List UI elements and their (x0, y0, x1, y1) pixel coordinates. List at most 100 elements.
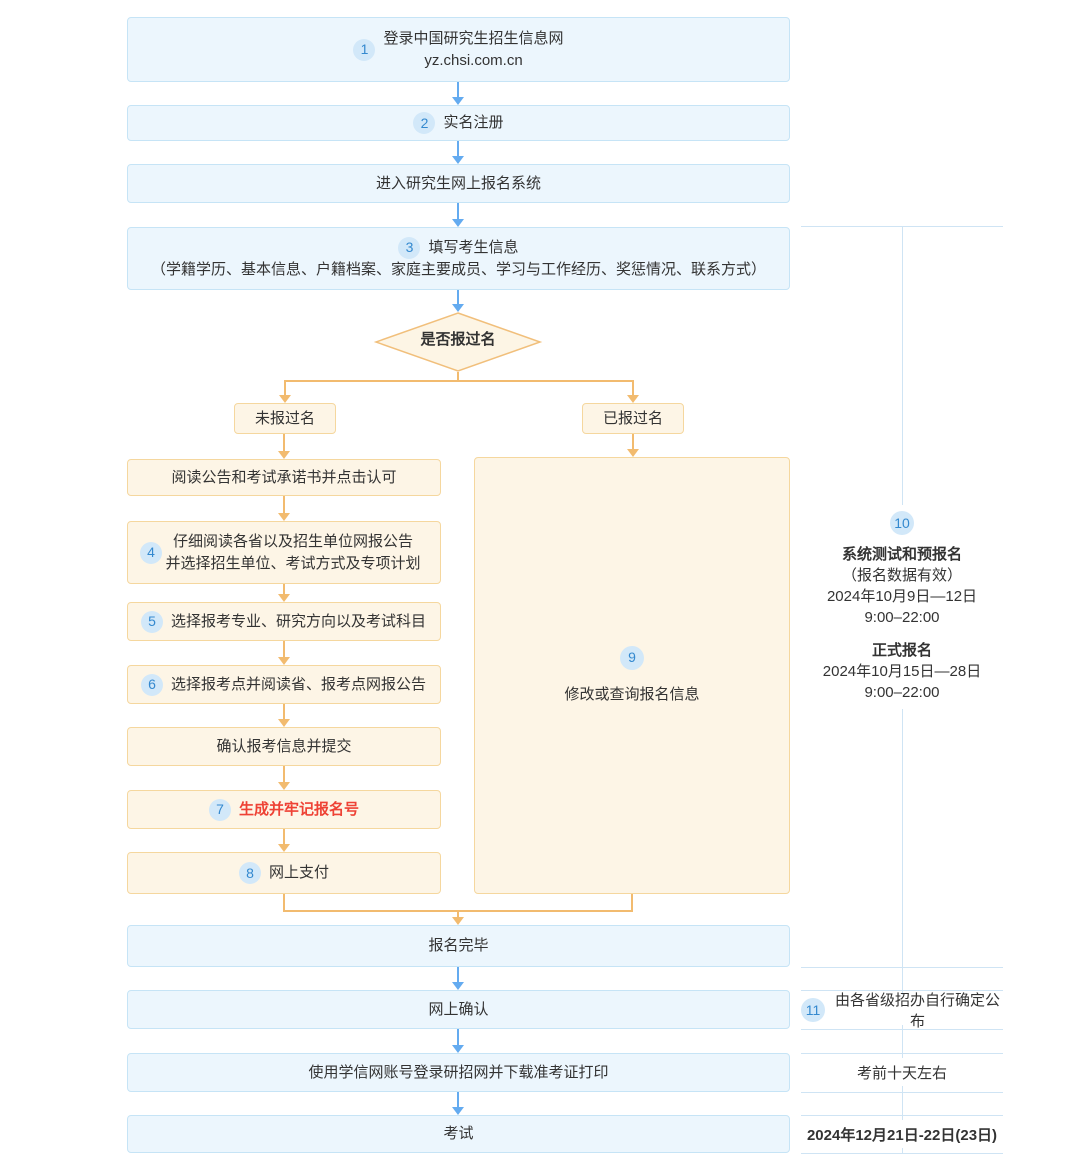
decision-label: 是否报过名 (420, 331, 496, 349)
arrow-head-icon (278, 657, 290, 665)
schedule-date2: 2024年10月15日—28日 (822, 663, 982, 680)
online-confirm-label: 网上确认 (428, 1000, 489, 1018)
connector-line (283, 894, 285, 912)
bracket-line (801, 226, 1003, 227)
arrow-head-icon (452, 97, 464, 105)
step4-box: 4 仔细阅读各省以及招生单位网报公告 并选择招生单位、考试方式及专项计划 (127, 521, 441, 584)
download-ticket-box: 使用学信网账号登录研招网并下载准考证打印 (127, 1053, 790, 1092)
arrow-line (283, 704, 285, 719)
arrow-head-icon (452, 156, 464, 164)
step4-line1: 仔细阅读各省以及招生单位网报公告 (172, 532, 413, 550)
arrow-line (457, 1092, 459, 1107)
arrow-line (457, 290, 459, 304)
enter-system-box: 进入研究生网上报名系统 (127, 164, 790, 203)
step-fill-info-box: 3 填写考生信息 （学籍学历、基本信息、户籍档案、家庭主要成员、学习与工作经历、… (127, 227, 790, 290)
decision-label-wrap: 是否报过名 (373, 310, 543, 370)
step8-box: 8 网上支付 (127, 852, 441, 894)
arrow-head-icon (278, 844, 290, 852)
step9-box: 9 修改或查询报名信息 (474, 457, 790, 894)
arrow-head-icon (452, 1045, 464, 1053)
exam-date-annotation: 2024年12月21日-22日(23日) (801, 1120, 1003, 1148)
step6-box: 6 选择报考点并阅读省、报考点网报公告 (127, 665, 441, 704)
connector-line (457, 910, 459, 917)
arrow-line (283, 641, 285, 657)
branch-no-label: 未报过名 (254, 409, 315, 427)
connector-line (631, 894, 633, 912)
schedule-badge: 10 (890, 511, 914, 535)
connector-line (457, 372, 459, 382)
bracket-line (801, 1053, 1003, 1054)
step6-badge: 6 (141, 673, 163, 696)
step1-url: yz.chsi.com.cn (424, 51, 523, 69)
step6-label: 选择报考点并阅读省、报考点网报公告 (171, 675, 427, 693)
exam-box: 考试 (127, 1115, 790, 1153)
arrow-line (457, 82, 459, 97)
step-register-box: 2 实名注册 (127, 105, 790, 141)
schedule-title2: 正式报名 (871, 642, 932, 659)
step2-badge: 2 (413, 112, 436, 134)
step8-badge: 8 (238, 862, 261, 884)
bracket-line (801, 1153, 1003, 1154)
bracket-line (801, 1029, 1003, 1030)
branch-yes-label: 已报过名 (602, 409, 663, 427)
step2-label: 实名注册 (443, 114, 504, 132)
bracket-line (801, 1092, 1003, 1093)
arrow-head-icon (279, 395, 291, 403)
arrow-line (283, 496, 285, 513)
arrow-line (457, 967, 459, 982)
arrow-head-icon (452, 219, 464, 227)
arrow-line (457, 203, 459, 219)
connector-line (284, 380, 286, 395)
exam-date-label: 2024年12月21日-22日(23日) (806, 1126, 998, 1144)
arrow-head-icon (627, 395, 639, 403)
branch-yes-box: 已报过名 (582, 403, 684, 434)
bracket-line (801, 1115, 1003, 1116)
confirm-submit-box: 确认报考信息并提交 (127, 727, 441, 766)
arrow-line (457, 1029, 459, 1045)
connector-line (632, 380, 634, 395)
confirm-note-badge: 11 (801, 998, 825, 1022)
step3-badge: 3 (398, 236, 421, 259)
step9-label: 修改或查询报名信息 (564, 685, 700, 703)
download-ticket-label: 使用学信网账号登录研招网并下载准考证打印 (308, 1063, 609, 1081)
schedule-date1: 2024年10月9日—12日 (826, 588, 978, 605)
arrow-head-icon (452, 304, 464, 312)
arrow-head-icon (278, 782, 290, 790)
arrow-head-icon (278, 513, 290, 521)
step-login-box: 1 登录中国研究生招生信息网 yz.chsi.com.cn (127, 17, 790, 82)
arrow-head-icon (278, 719, 290, 727)
step3-title: 填写考生信息 (428, 238, 519, 256)
exam-label: 考试 (443, 1125, 474, 1143)
connector-line (284, 380, 634, 382)
confirm-submit-label: 确认报考信息并提交 (216, 737, 352, 755)
step1-badge: 1 (353, 38, 376, 61)
arrow-line (283, 434, 285, 451)
bracket-line (801, 967, 1003, 968)
step5-badge: 5 (141, 610, 163, 633)
online-confirm-box: 网上确认 (127, 990, 790, 1029)
arrow-head-icon (452, 1107, 464, 1115)
step9-badge: 9 (619, 645, 644, 670)
read-notice-box: 阅读公告和考试承诺书并点击认可 (127, 459, 441, 496)
arrow-line (283, 584, 285, 594)
decision-diamond (373, 312, 543, 372)
schedule-title1: 系统测试和预报名 (841, 546, 962, 563)
step3-detail: （学籍学历、基本信息、户籍档案、家庭主要成员、学习与工作经历、奖惩情况、联系方式… (150, 260, 766, 278)
bracket-line (801, 990, 1003, 991)
step7-badge: 7 (208, 798, 231, 821)
step4-badge: 4 (140, 541, 162, 564)
arrow-line (283, 829, 285, 844)
ticket-note-annotation: 考前十天左右 (801, 1058, 1003, 1086)
schedule-annotation: 10 系统测试和预报名 （报名数据有效） 2024年10月9日—12日 9:00… (801, 505, 1003, 709)
read-notice-label: 阅读公告和考试承诺书并点击认可 (171, 468, 397, 486)
confirm-note-annotation: 11 由各省级招办自行确定公布 (801, 992, 1003, 1030)
finish-label: 报名完毕 (428, 937, 489, 955)
schedule-note: （报名数据有效） (841, 567, 962, 584)
arrow-head-icon (627, 449, 639, 457)
step7-box: 7 生成并牢记报名号 (127, 790, 441, 829)
step5-label: 选择报考专业、研究方向以及考试科目 (171, 612, 427, 630)
step8-label: 网上支付 (268, 864, 329, 882)
arrow-head-icon (278, 451, 290, 459)
confirm-note-label: 由各省级招办自行确定公布 (834, 992, 1000, 1030)
